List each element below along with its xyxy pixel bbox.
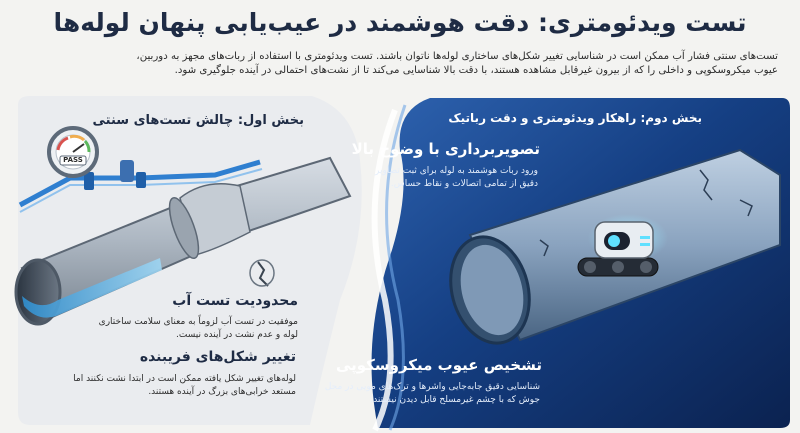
left-item2-line2: مستعد خرابی‌های بزرگ در آینده هستند. (148, 387, 296, 397)
left-item1-line2: لوله و عدم نشت در آینده نیست. (176, 330, 298, 340)
left-item2-line1: لوله‌های تغییر شکل یافته ممکن است در ابت… (73, 374, 296, 384)
right-item1-line1: ورود ربات هوشمند به لوله برای ثبت تصاویر (375, 166, 538, 176)
inspection-robot-icon (577, 214, 668, 277)
left-section-heading: بخش اول: چالش تست‌های سنتی (92, 113, 305, 128)
right-item2-line1: شناسایی دقیق جابه‌جایی واشرها و ترک‌های … (324, 382, 540, 392)
right-item2-title: تشخیص عیوب میکروسکوپی (335, 356, 542, 374)
left-item2-title: تغییر شکل‌های فریبنده (139, 349, 296, 365)
deformed-pipe (14, 156, 352, 326)
intro-line-1: تست‌های سنتی فشار آب ممکن است در شناسایی… (136, 51, 778, 62)
gauge-label: PASS (63, 156, 83, 164)
right-item1-title: تصویربرداری با وضوح بالا (351, 140, 540, 158)
right-item2-line2: جوش که با چشم غیرمسلح قابل دیدن نیستند. (370, 395, 540, 405)
left-item2-text: لوله‌های تغییر شکل یافته ممکن است در ابت… (73, 373, 296, 399)
page-title: تست ویدئومتری: دقت هوشمند در عیب‌یابی پن… (53, 8, 747, 37)
right-item1-line2: دقیق از تمامی اتصالات و نقاط حساس. (390, 179, 538, 189)
pressure-gauge-icon (47, 126, 99, 178)
left-item1-title: محدودیت تست آب (172, 293, 298, 309)
left-item1-line1: موفقیت در تست آب لزوماً به معنای سلامت س… (98, 317, 298, 327)
right-item2-text: شناسایی دقیق جابه‌جایی واشرها و ترک‌های … (325, 381, 540, 407)
left-item1-text: موفقیت در تست آب لزوماً به معنای سلامت س… (99, 316, 298, 342)
intro-line-2: عیوب میکروسکوپی و داخلی را که از بیرون غ… (174, 65, 778, 76)
right-section-heading: بخش دوم: راهکار ویدئومتری و دقت رباتیک (448, 111, 702, 125)
right-item1-text: ورود ربات هوشمند به لوله برای ثبت تصاویر… (375, 165, 538, 191)
intro-text: تست‌های سنتی فشار آب ممکن است در شناسایی… (18, 50, 778, 78)
